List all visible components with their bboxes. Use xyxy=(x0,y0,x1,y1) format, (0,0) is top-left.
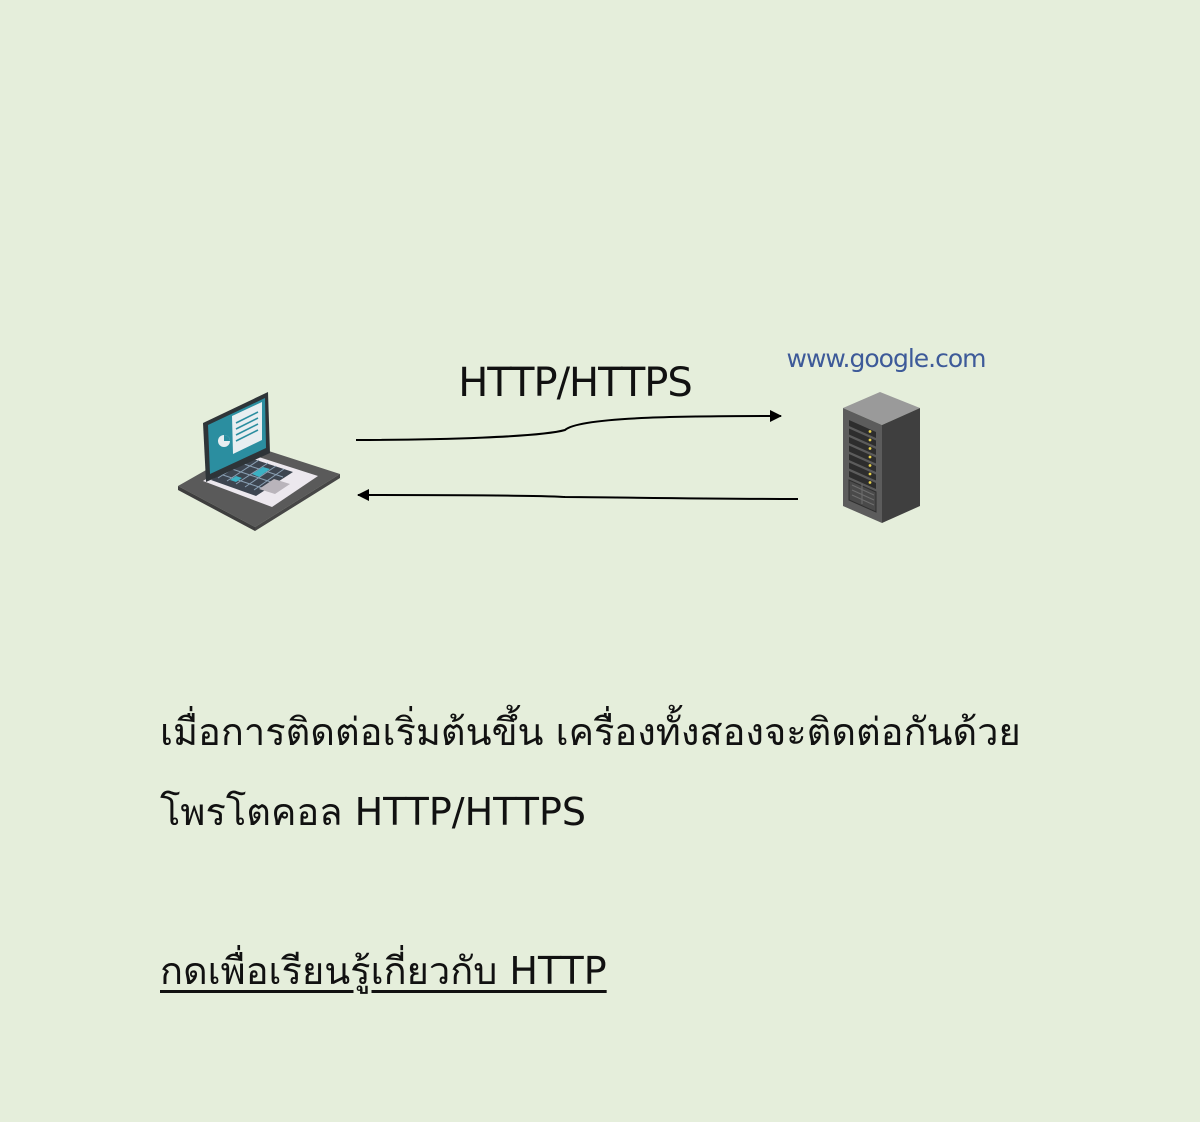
server-host-label: www.google.com xyxy=(786,344,987,373)
rack-led xyxy=(868,447,872,450)
rack-unit xyxy=(849,437,876,455)
description-text: เมื่อการติดต่อเริ่มต้นขึ้น เครื่องทั้งสอ… xyxy=(160,692,1140,852)
protocol-label: HTTP/HTTPS xyxy=(458,360,693,406)
rack-unit xyxy=(849,471,876,489)
rack-led xyxy=(868,438,872,442)
rack-led xyxy=(868,464,872,467)
rack-led xyxy=(868,455,872,459)
rack-led xyxy=(868,472,872,476)
rack-unit xyxy=(849,420,876,438)
rack-unit xyxy=(849,462,876,481)
rack-unit xyxy=(849,428,876,447)
description-line-1: เมื่อการติดต่อเริ่มต้นขึ้น เครื่องทั้งสอ… xyxy=(160,710,1021,754)
rack-unit xyxy=(849,454,876,472)
response-arrow xyxy=(357,489,799,502)
request-arrow xyxy=(355,410,782,441)
rack-led xyxy=(868,481,872,484)
rack-unit xyxy=(849,445,876,464)
server-rack-icon xyxy=(843,392,920,523)
description-line-2: โพรโตคอล HTTP/HTTPS xyxy=(160,790,586,834)
laptop-icon xyxy=(178,392,340,531)
rack-led xyxy=(868,430,872,433)
learn-http-link[interactable]: กดเพื่อเรียนรู้เกี่ยวกับ HTTP xyxy=(160,949,607,993)
